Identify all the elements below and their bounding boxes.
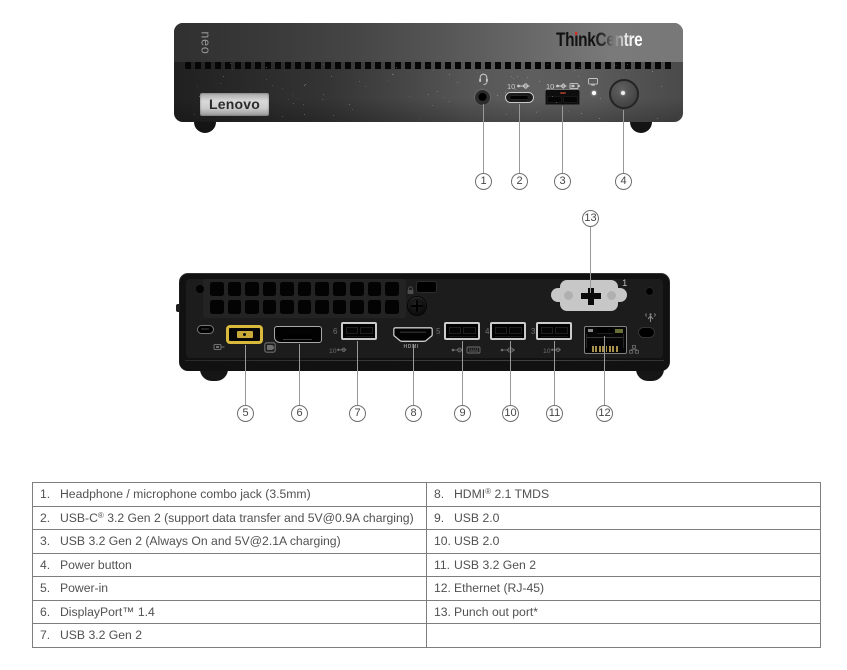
svg-text:10: 10 (543, 348, 551, 354)
svg-text:10: 10 (546, 82, 554, 90)
svg-text:10: 10 (329, 348, 337, 354)
svg-text:10: 10 (507, 82, 515, 90)
